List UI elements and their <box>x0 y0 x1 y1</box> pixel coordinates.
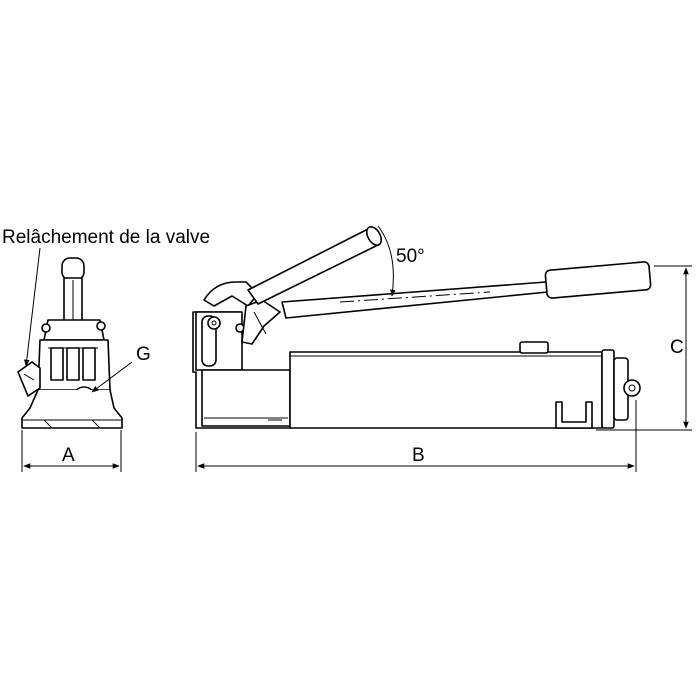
side-view <box>17 257 123 429</box>
rib-1 <box>50 347 64 381</box>
angle-arc <box>377 225 396 297</box>
dimension-a <box>21 430 122 472</box>
reservoir <box>289 351 603 429</box>
angle-label: 50° <box>396 246 425 267</box>
dim-c-label: C <box>670 337 684 358</box>
front-view <box>192 225 652 429</box>
port-label: G <box>136 344 151 365</box>
port-leader <box>91 361 133 393</box>
dim-a-label: A <box>62 445 75 466</box>
handle-raised <box>247 227 381 305</box>
side-base <box>21 389 123 429</box>
end-cap <box>601 349 615 429</box>
valve-leader <box>23 247 41 367</box>
valve-knob <box>17 361 41 397</box>
handle-link <box>241 299 281 345</box>
rib-2 <box>66 347 80 381</box>
end-nut <box>623 379 641 397</box>
pivot-pin <box>207 316 221 330</box>
upper-bracket <box>43 319 105 341</box>
rib-3 <box>82 347 96 381</box>
handle-grip <box>544 261 652 299</box>
valve-release-label: Relâchement de la valve <box>2 227 210 248</box>
dimension-c <box>596 265 692 431</box>
handle-axis <box>339 291 491 303</box>
handle-socket <box>203 281 259 307</box>
top-cap <box>61 257 85 281</box>
handle-bar <box>281 281 549 319</box>
dimension-b <box>195 400 637 472</box>
rear-foot <box>555 401 593 429</box>
dim-b-label: B <box>412 445 425 466</box>
filler-cap <box>519 341 549 354</box>
